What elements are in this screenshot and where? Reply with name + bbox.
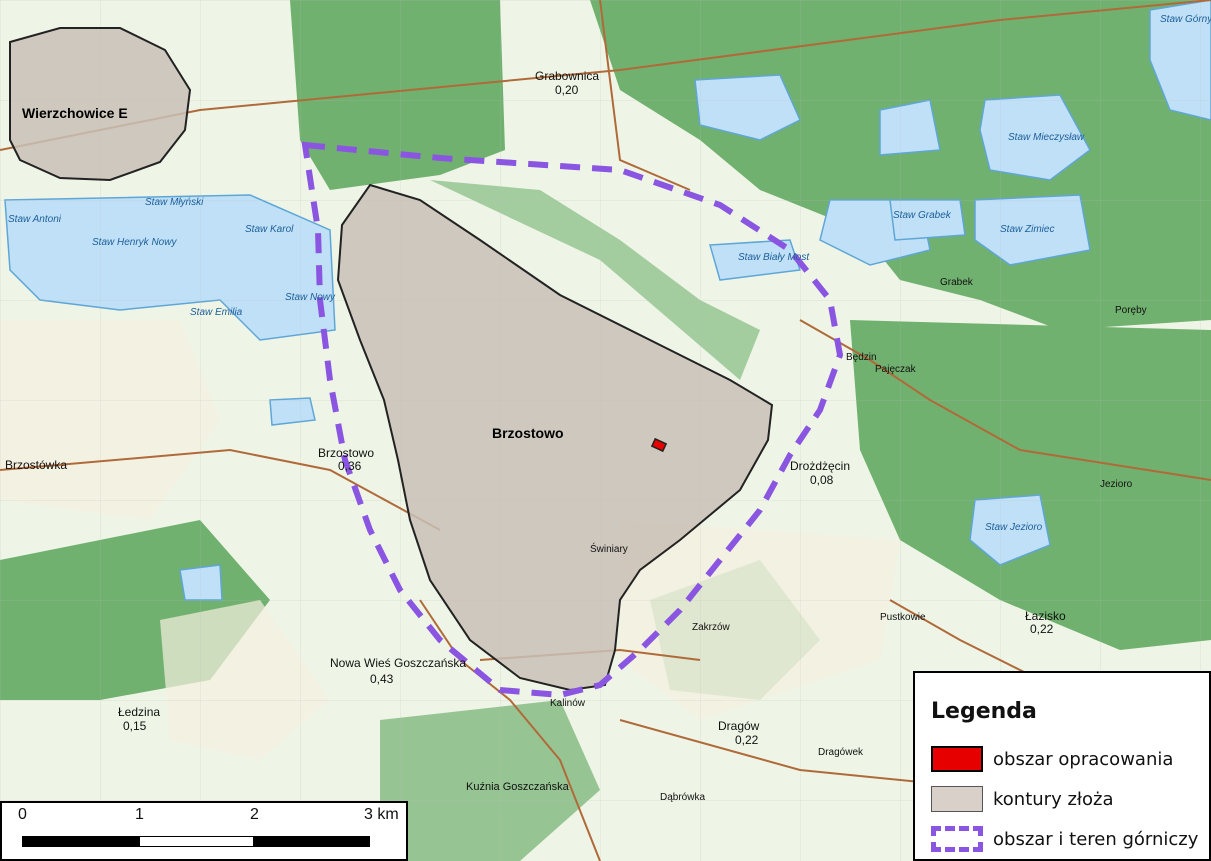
place-dragow-value: 0,22 [735, 733, 759, 747]
pond-label: Staw Grabek [893, 210, 952, 221]
place-ledzina: Łedzina [118, 705, 160, 719]
place-grabownica: Grabownica [535, 69, 599, 83]
pond-label: Staw Górny [1160, 14, 1211, 25]
pond-label: Staw Nowy [285, 292, 336, 303]
scale-tick-1: 1 [135, 806, 144, 823]
legend-label-deposit: kontury złoża [993, 788, 1114, 810]
mining-swatch [931, 826, 983, 852]
place-grabownica-value: 0,20 [555, 83, 579, 97]
place-bedzin: Będzin [846, 352, 877, 363]
place-zakrzow: Zakrzów [692, 622, 731, 633]
place-drozdzecin-value: 0,08 [810, 473, 834, 487]
legend-item-study-area: obszar opracowania [931, 746, 1173, 772]
deposit-outline-brzostowo [336, 183, 774, 692]
place-swiniary: Świniary [590, 542, 628, 555]
place-lazisko-value: 0,22 [1030, 622, 1054, 636]
scale-segment-2 [139, 836, 254, 847]
study-area-swatch [931, 746, 983, 772]
place-brzostowka: Brzostówka [5, 458, 67, 472]
place-drozdzecin: Drożdżęcin [790, 459, 850, 473]
pond-label: Staw Antoni [8, 214, 62, 225]
place-brzostowo: Brzostowo [318, 446, 374, 460]
place-poreby: Poręby [1115, 305, 1147, 316]
place-jezioro: Jezioro [1100, 479, 1133, 490]
place-lazisko: Łazisko [1025, 609, 1066, 623]
legend-label-study-area: obszar opracowania [993, 748, 1174, 770]
label-wierzchowice-e: Wierzchowice E [22, 105, 128, 121]
pond-label: Staw Henryk Nowy [92, 237, 177, 248]
label-brzostowo-deposit: Brzostowo [492, 425, 564, 441]
pond-label: Staw Mieczysław [1008, 132, 1085, 143]
scale-segment-3 [254, 836, 370, 847]
pond-label: Staw Jezioro [985, 522, 1043, 533]
place-pustkowie: Pustkowie [880, 612, 926, 623]
study-area [650, 437, 668, 453]
place-pajeczak: Pajęczak [875, 364, 917, 375]
legend-item-mining: obszar i teren górniczy [931, 826, 1198, 852]
place-dragow: Dragów [718, 719, 760, 733]
scale-tick-2: 2 [250, 806, 259, 823]
place-nowa-wies-value: 0,43 [370, 672, 394, 686]
pond-label: Staw Biały Most [738, 252, 810, 263]
legend-panel: Legenda obszar opracowania kontury złoża… [913, 671, 1211, 861]
pond-labels: Staw Antoni Staw Młyński Staw Karol Staw… [8, 14, 1211, 533]
scale-bar-panel: 0 1 2 3 km [0, 801, 408, 861]
place-nowa-wies: Nowa Wieś Goszczańska [330, 656, 466, 670]
pond-label: Staw Młyński [145, 197, 204, 208]
scale-segment-1 [22, 836, 139, 847]
place-brzostowo-value: 0,36 [338, 459, 362, 473]
legend-title: Legenda [931, 699, 1037, 724]
scale-tick-0: 0 [18, 806, 27, 823]
place-dabrowka: Dąbrówka [660, 792, 705, 803]
place-dragowek: Dragówek [818, 747, 864, 758]
place-ledzina-value: 0,15 [123, 719, 147, 733]
mining-area-outline [301, 141, 844, 699]
pond-label: Staw Karol [245, 224, 294, 235]
legend-item-deposit: kontury złoża [931, 786, 1114, 812]
deposit-swatch [931, 786, 983, 812]
pond-label: Staw Zimiec [1000, 224, 1054, 235]
place-kuznia: Kuźnia Goszczańska [466, 781, 570, 793]
legend-label-mining: obszar i teren górniczy [993, 828, 1199, 850]
place-labels: Grabownica 0,20 Brzostowo 0,36 Brzostówk… [5, 69, 1147, 803]
scale-tick-3: 3 km [364, 806, 399, 823]
deposit-outline-wierzchowice [9, 27, 192, 182]
place-kalinow: Kalinów [550, 698, 586, 709]
place-grabek: Grabek [940, 277, 974, 288]
pond-label: Staw Emilia [190, 307, 243, 318]
